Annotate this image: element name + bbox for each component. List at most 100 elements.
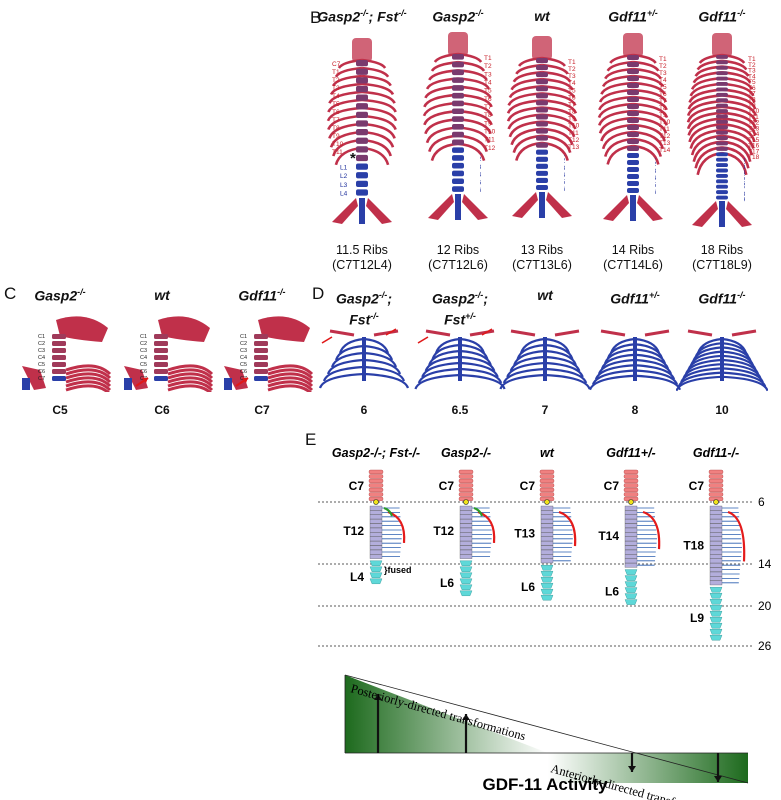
vertebra	[716, 173, 728, 178]
rib	[318, 372, 365, 389]
rib	[267, 380, 314, 392]
vertebra	[716, 146, 728, 151]
panel-d-genotype-line2-main: Fst	[349, 311, 371, 328]
vertebra	[536, 86, 548, 92]
panel-c-genotype-genotype-sup: -/-	[277, 287, 286, 297]
vertebra	[452, 54, 464, 60]
vertebra	[452, 116, 464, 122]
panel-d-ribcage	[589, 329, 681, 391]
panel-d-genotype-line1: Gasp2-/-;	[319, 287, 409, 308]
cervical-label: C5	[140, 362, 147, 368]
panel-c-genotype-genotype-main: Gasp2	[34, 287, 78, 304]
red-arrow-icon	[417, 336, 429, 344]
lumbar-label: L3	[655, 168, 657, 175]
panel-c-caption: C5	[52, 403, 68, 417]
cervical-vertebra	[52, 362, 66, 367]
vertebra	[452, 139, 464, 146]
sacrum	[719, 201, 725, 227]
thoracic-box	[624, 549, 638, 555]
panel-c-genotype: Gdf11-/-	[217, 287, 307, 304]
vertebra	[627, 188, 639, 194]
rib	[459, 355, 496, 372]
vertebra	[356, 172, 368, 179]
cervical-label: C3	[240, 348, 247, 354]
thoracic-label: T7	[748, 91, 756, 98]
panel-e-c-label: C7	[520, 479, 536, 493]
thoracic-label: T14	[748, 131, 760, 138]
cervical-box	[458, 483, 474, 488]
thoracic-label: T9	[748, 102, 756, 109]
rib	[600, 353, 636, 370]
vertebra	[356, 120, 368, 127]
thoracic-box	[540, 532, 554, 537]
up-arrowhead-icon	[374, 694, 382, 700]
thoracic-box	[540, 545, 554, 550]
panel-c-genotype-genotype-sup: -/-	[77, 287, 86, 297]
panel-d-ribcage	[414, 328, 506, 390]
thoracic-label: T10	[748, 108, 760, 115]
rib	[544, 367, 588, 384]
vertebra	[356, 103, 368, 110]
cervical-box	[539, 487, 555, 492]
cervical-block	[712, 33, 732, 57]
panel-b-genotype: Gdf11+/-	[588, 8, 678, 25]
cervical-label: C2	[38, 341, 45, 347]
thoracic-box	[369, 545, 383, 550]
sternum	[458, 337, 462, 381]
rib	[361, 74, 392, 87]
red-arc	[727, 510, 746, 562]
lumbar-label: L6	[480, 187, 482, 194]
rib	[721, 105, 758, 123]
rib	[167, 364, 214, 376]
thoracic-box	[369, 505, 383, 511]
cervical-box	[708, 487, 724, 492]
panel-d-genotype-line1-main: Gdf11	[610, 290, 649, 307]
panel-c-genotype: Gasp2-/-	[15, 287, 105, 304]
panel-e-l-label: L6	[440, 576, 454, 590]
thoracic-label: T9	[332, 133, 340, 140]
clavicle	[731, 329, 757, 337]
rib	[634, 348, 667, 364]
thoracic-box	[709, 563, 723, 568]
rib	[506, 361, 546, 378]
clavicle	[644, 329, 670, 337]
thoracic-box	[709, 545, 723, 550]
thoracic-label: T11	[568, 130, 579, 137]
lumbar-box	[709, 623, 723, 629]
lumbar-box	[369, 578, 383, 584]
limb-cartilage	[224, 378, 232, 390]
vertebra	[536, 170, 548, 176]
vertebra	[627, 181, 639, 187]
thoracic-label: T5	[659, 84, 667, 91]
vertebral-formula: (C7T13L6)	[512, 258, 572, 272]
rib	[459, 343, 489, 360]
thoracic-label: T5	[568, 87, 576, 94]
sacrum	[455, 194, 461, 220]
cervical-box	[539, 483, 555, 488]
cervical-label: C3	[140, 348, 147, 354]
thoracic-label: T3	[659, 70, 667, 77]
vertebra	[716, 179, 728, 184]
vertebra	[716, 195, 728, 200]
rib	[424, 355, 461, 372]
vertebra	[356, 111, 368, 118]
panel-b-genotype-genotype-sup: -/-	[737, 8, 746, 18]
cervical-box	[623, 474, 639, 479]
pelvis-left	[692, 201, 718, 227]
cervical-box	[708, 474, 724, 479]
cervical-vertebra	[154, 362, 168, 367]
vertebra	[716, 92, 728, 97]
cervical-box	[708, 483, 724, 488]
marker-dot	[628, 499, 634, 505]
vertebra	[452, 92, 464, 99]
rib	[167, 372, 214, 384]
lumbar-box	[459, 572, 473, 578]
lumbar-box	[624, 593, 638, 599]
thoracic-box	[709, 549, 723, 555]
thoracic-label: T8	[568, 109, 576, 116]
lumbar-label: L3	[564, 165, 566, 172]
panel-e-label: E	[305, 430, 317, 449]
red-arrow-icon	[385, 328, 397, 336]
vertebra	[716, 109, 728, 113]
panel-e-c-label: C7	[439, 479, 455, 493]
